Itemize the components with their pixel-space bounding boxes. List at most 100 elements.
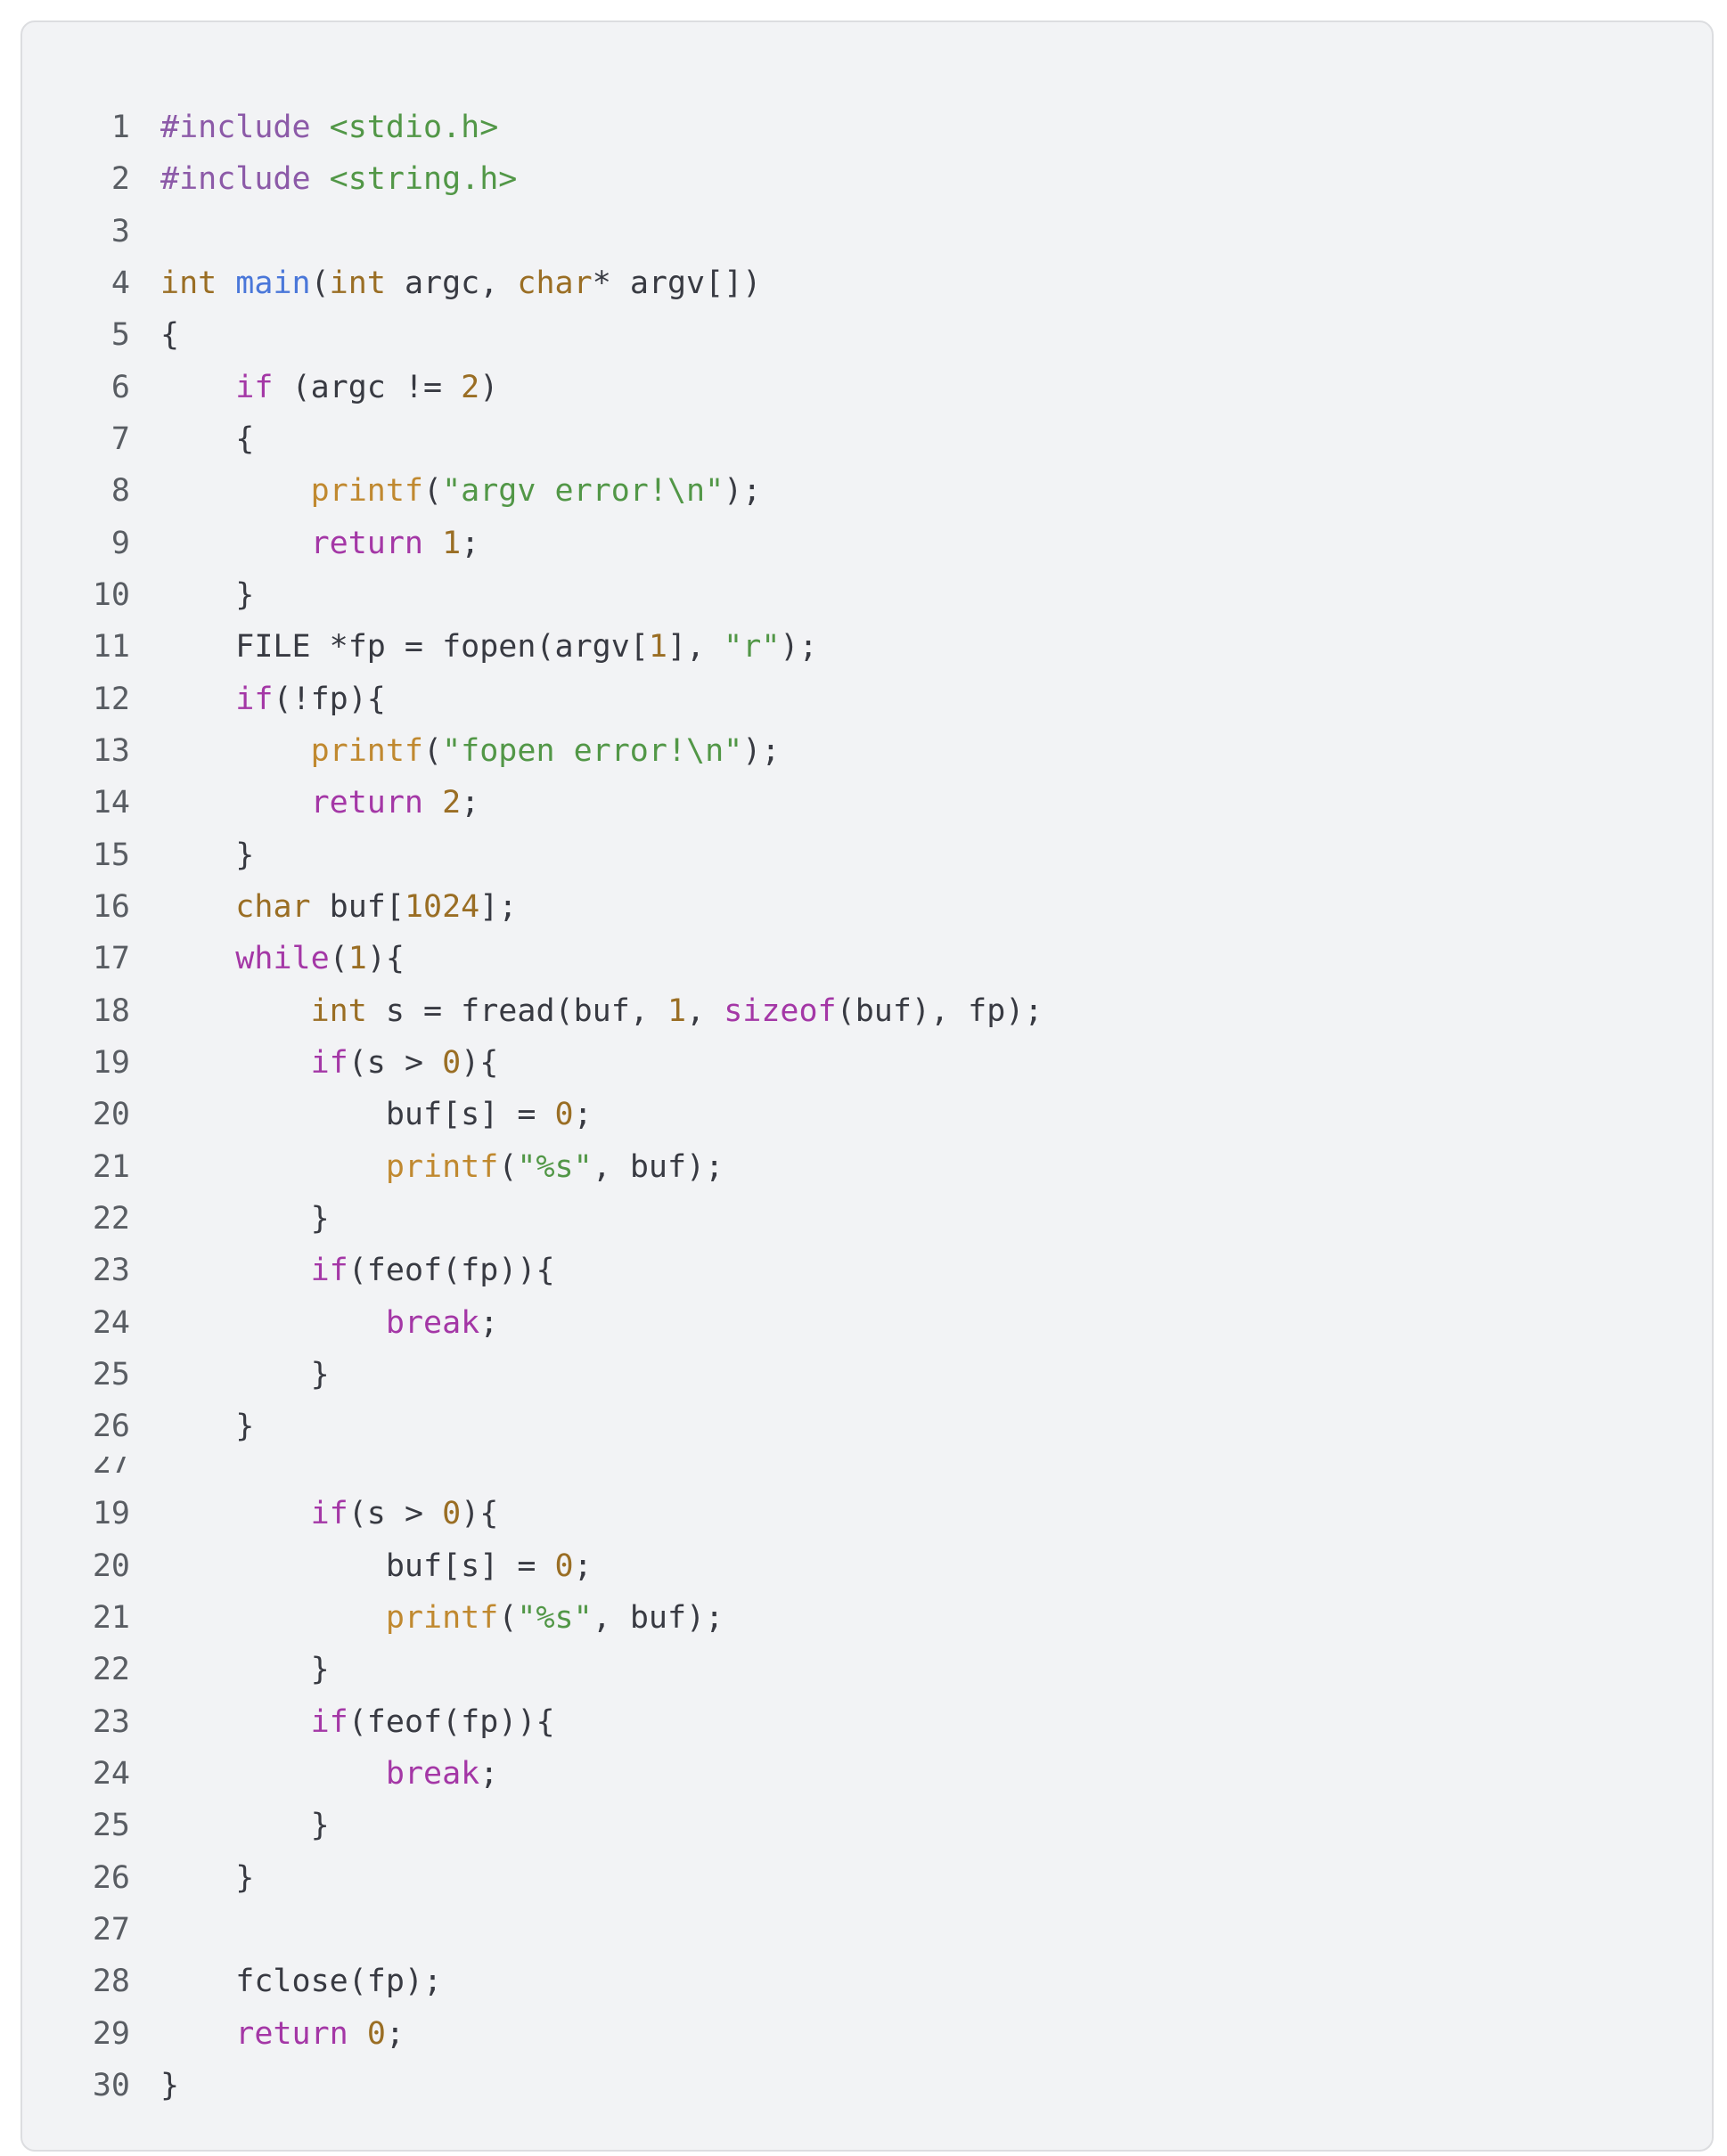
code-token [160,993,311,1029]
code-token: ) [479,370,499,405]
line-number: 11 [92,629,130,665]
code-token: } [160,2068,180,2103]
code-line: 29 return 0; [22,2008,1712,2060]
code-line: 23 if(feof(fp)){ [22,1696,1712,1748]
line-code: fclose(fp); [160,1956,442,2007]
code-token: s = fread(buf, [366,993,667,1029]
code-line: 3 [22,206,1712,257]
code-block: 1#include <stdio.h>2#include <string.h>3… [20,20,1714,2152]
code-line: 14 return 2; [22,777,1712,829]
code-token: if [235,682,274,717]
code-token: 1 [348,941,367,976]
code-line: 30} [22,2060,1712,2111]
line-number: 21 [92,1149,130,1185]
code-token: * argv[]) [592,265,762,301]
code-line: 20 buf[s] = 0; [22,1540,1712,1592]
code-line: 24 break; [22,1297,1712,1349]
code-token: ( [423,733,443,769]
code-token [160,682,235,717]
code-line: 26 } [22,1852,1712,1904]
code-token: "r" [724,629,781,665]
line-number: 21 [92,1600,130,1636]
code-token: "%s" [517,1600,593,1636]
line-number: 10 [92,577,130,613]
line-number: 20 [92,1548,130,1584]
code-token: (buf), fp); [836,993,1044,1029]
line-number: 28 [92,1964,130,1999]
code-token: #include [160,161,311,197]
code-token: } [160,1808,330,1843]
code-token: "argv error!\n" [442,473,724,509]
line-number: 27 [92,1912,130,1948]
line-code: { [160,413,254,465]
code-token: 1024 [404,889,480,925]
code-token [423,785,442,821]
line-number: 26 [92,1409,130,1444]
code-line: 6 if (argc != 2) [22,362,1712,413]
code-token: } [160,1652,330,1687]
line-number: 5 [110,317,130,353]
code-token [311,161,330,197]
code-token: ; [385,2016,405,2052]
code-token: } [160,577,255,613]
code-token: , buf); [592,1149,724,1185]
line-number: 17 [92,941,130,976]
code-token: ; [573,1097,593,1132]
line-code: char buf[1024]; [160,881,517,933]
code-line: 27 [22,1457,1712,1474]
code-line: 23 if(feof(fp)){ [22,1245,1712,1296]
code-token: printf [385,1600,499,1636]
line-code: } [160,569,254,621]
line-code: } [160,829,254,881]
code-token: 0 [554,1548,574,1584]
line-number: 9 [110,526,130,561]
line-number: 26 [92,1860,130,1896]
code-token: if [235,370,274,405]
line-code: } [160,1349,330,1401]
code-token: ); [724,473,762,509]
code-token: ; [479,1305,499,1341]
code-line: 15 } [22,829,1712,881]
code-line: 27 [22,1904,1712,1956]
code-token: printf [310,733,424,769]
code-token: return [235,2016,348,2052]
code-token: } [160,1201,330,1237]
code-token [160,526,311,561]
code-token: (argc != [273,370,462,405]
code-line: 11 FILE *fp = fopen(argv[1], "r"); [22,621,1712,673]
code-token: , buf); [592,1600,724,1636]
line-number: 4 [110,265,130,301]
line-number: 13 [92,733,130,769]
line-number: 14 [92,785,130,821]
line-number: 19 [92,1045,130,1081]
code-line: 8 printf("argv error!\n"); [22,465,1712,517]
line-number: 25 [92,1357,130,1392]
code-token: ){ [461,1045,499,1081]
code-token: } [160,1860,255,1896]
code-line: 7 { [22,413,1712,465]
line-number: 24 [92,1756,130,1792]
line-number: 30 [92,2068,130,2103]
code-token [160,370,235,405]
line-code: if(feof(fp)){ [160,1696,555,1748]
code-token: (s > [348,1496,443,1531]
code-token: ; [461,785,480,821]
line-code: if(s > 0){ [160,1488,499,1539]
code-token: ( [310,265,330,301]
code-token: if [310,1045,348,1081]
code-token [160,1253,311,1288]
code-line: 22 } [22,1193,1712,1245]
code-line: 21 printf("%s", buf); [22,1592,1712,1644]
code-token [160,1496,311,1531]
code-token: 0 [366,2016,386,2052]
code-token: ){ [461,1496,499,1531]
code-token [311,110,330,145]
code-token: ], [667,629,724,665]
code-token: } [160,837,255,873]
line-number: 22 [92,1652,130,1687]
line-code: #include <string.h> [160,153,517,205]
line-code: printf("argv error!\n"); [160,465,762,517]
code-token: char [235,889,311,925]
line-code: if (argc != 2) [160,362,498,413]
